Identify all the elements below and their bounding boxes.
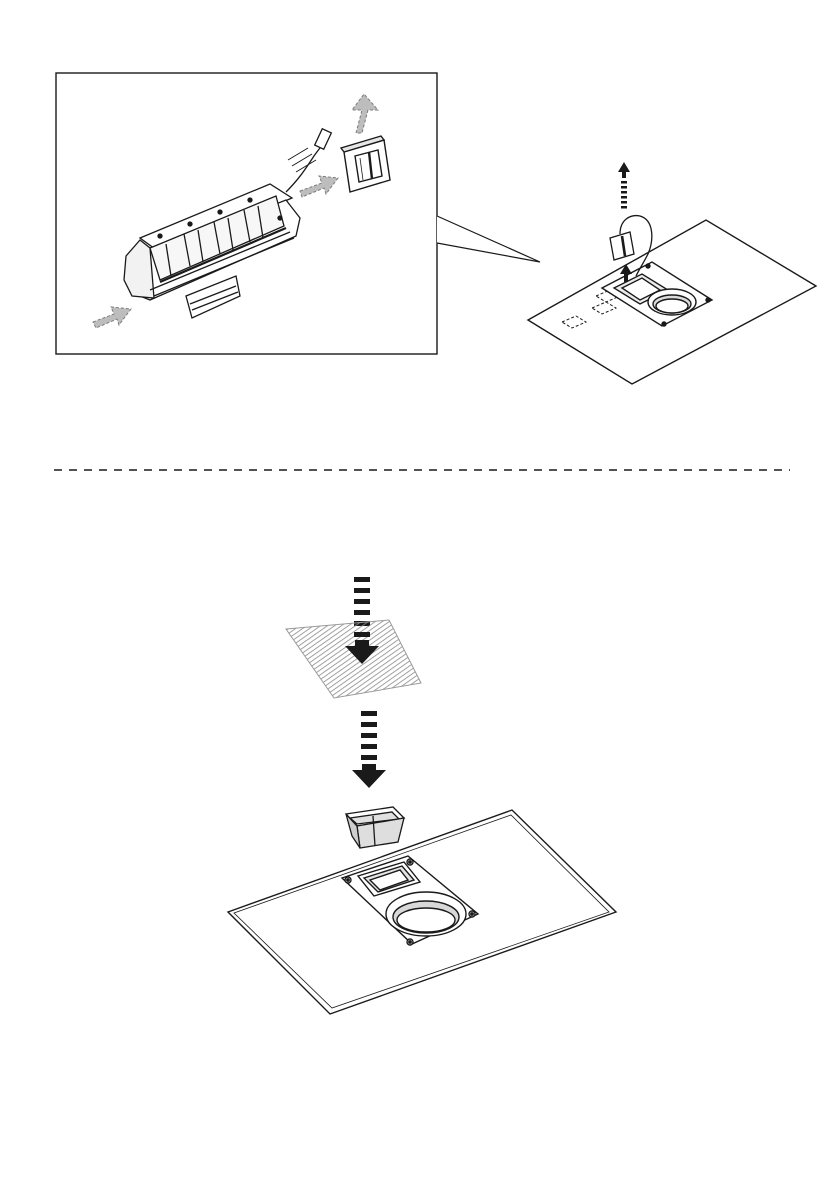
step-1-remove-filter — [56, 73, 816, 384]
down-arrow-stripes-top — [354, 577, 370, 626]
callout-leader-lines — [437, 216, 540, 262]
filter-mesh-icon — [286, 620, 421, 698]
grease-filter-block-icon — [341, 136, 390, 192]
step-2-insert-filter — [228, 577, 616, 1014]
hob-surface-icon-large — [228, 810, 616, 1014]
filter-cassette-icon — [124, 184, 300, 318]
down-arrow-icon-lower — [352, 711, 386, 788]
hob-surface-icon — [528, 220, 816, 384]
filter-cassette-icon — [346, 807, 404, 848]
